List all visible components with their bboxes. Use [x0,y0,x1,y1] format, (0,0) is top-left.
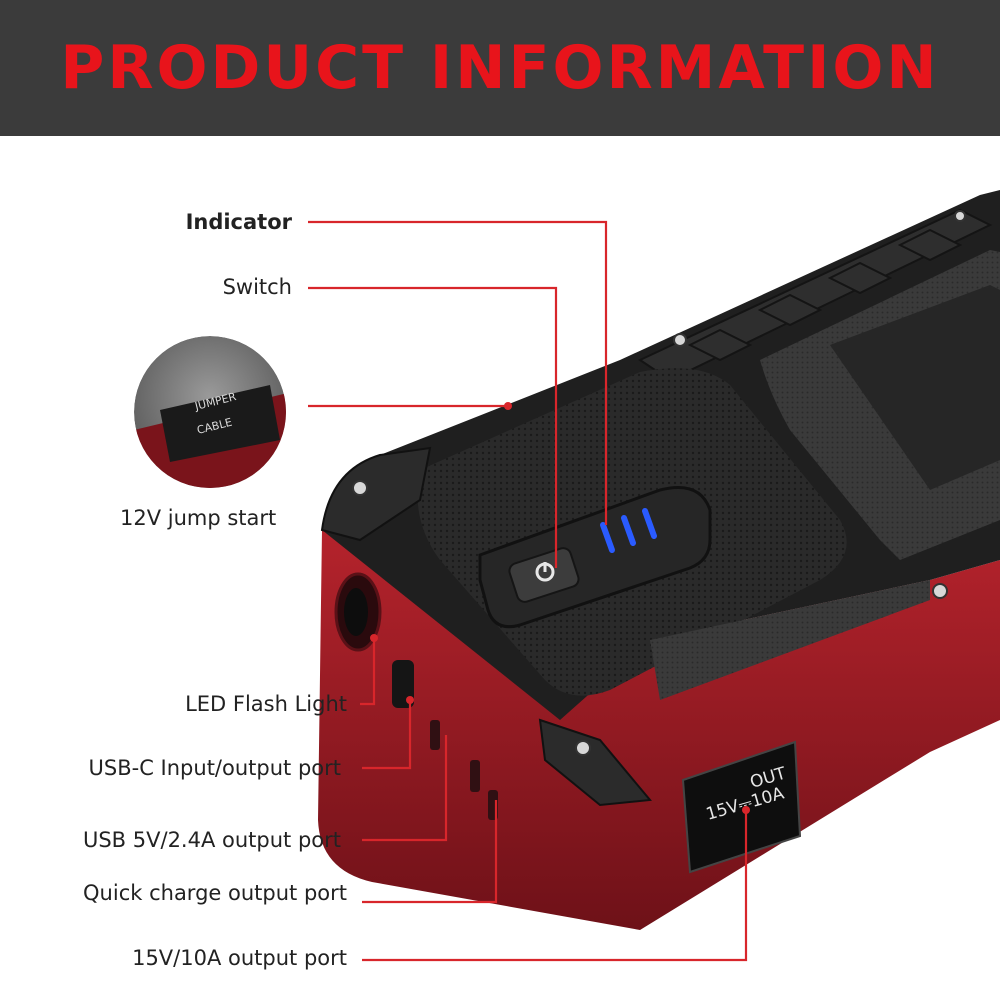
device-front-bumper [320,446,432,542]
product-diagram: OUT 15V⎓10A JUMPER CABLE [0,136,1000,1000]
leader-dots [370,402,750,814]
leader-usb [362,735,448,842]
leader-usbc [362,700,412,770]
label-jump-start: 12V jump start [120,506,277,530]
page-title: PRODUCT INFORMATION [60,33,940,103]
leader-quick [362,800,498,904]
label-indicator: Indicator [185,210,292,234]
jump-start-inset: JUMPER CABLE [134,336,286,488]
power-button[interactable] [507,546,580,604]
front-ports [334,572,498,820]
leader-led [360,638,376,706]
leader-indicator [308,220,608,525]
label-usbc-port: USB-C Input/output port [88,756,341,780]
label-led-flash-light: LED Flash Light [185,692,347,716]
header-banner: PRODUCT INFORMATION [0,0,1000,136]
product-illustration: OUT 15V⎓10A JUMPER CABLE [134,190,1000,962]
device-ridges [637,208,993,382]
leader-out [362,810,748,962]
indicator-leds [600,508,657,553]
leader-lines [308,220,748,962]
label-switch: Switch [222,275,292,299]
device-screws [352,210,966,756]
label-out-port: 15V/10A output port [132,946,347,970]
label-usb-port: USB 5V/2.4A output port [82,828,341,852]
leader-switch [308,286,558,568]
label-quick-charge-port: Quick charge output port [83,881,347,905]
